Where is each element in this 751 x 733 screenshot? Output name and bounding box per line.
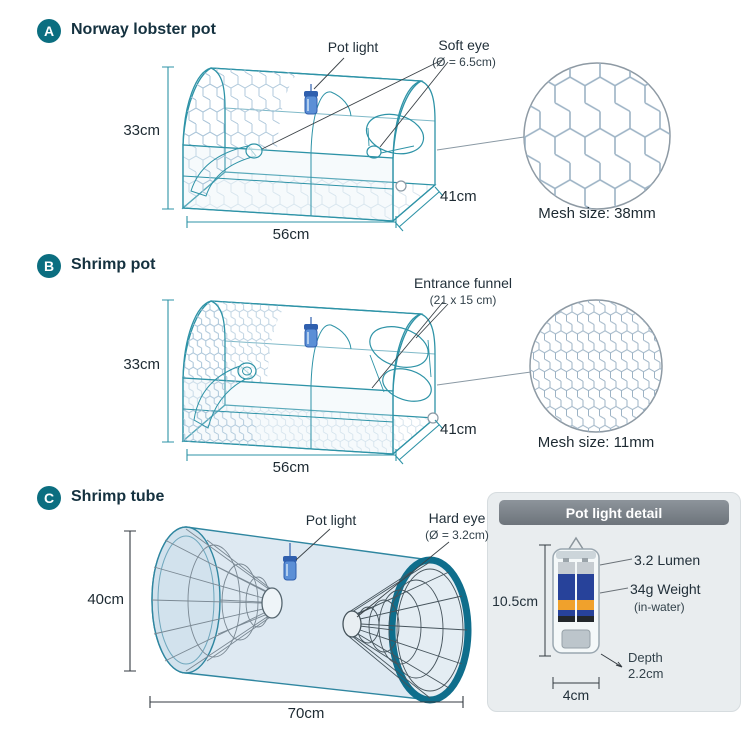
pot-a-mid-line — [182, 175, 394, 190]
leader-mesh-circle-b — [436, 371, 532, 386]
dimension-lines-a — [162, 66, 444, 232]
soft-eye-diameter: (Ø = 6.5cm) — [432, 55, 496, 69]
soft-eye-label: Soft eye — [438, 37, 490, 53]
detail-depth-value: 2.2cm — [628, 666, 664, 681]
section-a-badge: A — [37, 19, 61, 43]
detail-lumen: 3.2 Lumen — [634, 552, 701, 568]
pot-b-mid-line — [182, 408, 394, 423]
leader-weight — [599, 587, 629, 594]
pot-b-entrance-upper — [369, 326, 429, 368]
section-c-title: Shrimp tube — [71, 488, 165, 505]
detail-weight: 34g Weight — [630, 581, 701, 597]
dim-height-b: 33cm — [123, 356, 160, 373]
pot-a-right-funnel — [365, 113, 425, 155]
pot-a-floor-ring — [395, 180, 407, 192]
dim-length-c: 70cm — [287, 705, 325, 722]
pot-light-detail-drawing — [539, 536, 633, 689]
mesh-caption-b: Mesh size: 11mm — [537, 434, 655, 451]
detail-dim-width: 4cm — [562, 687, 590, 703]
tube-left-hole — [261, 587, 283, 619]
pot-b-entrance-lower — [382, 368, 432, 402]
battery-weight — [561, 629, 591, 649]
dimension-lines-detail — [539, 544, 623, 689]
dim-height-a: 33cm — [123, 122, 160, 139]
dimension-lines-c — [124, 530, 464, 708]
pot-b-ridge — [210, 300, 422, 315]
dimension-lines-b — [162, 299, 444, 465]
dim-length-b: 56cm — [272, 459, 310, 476]
pot-light-icon-a — [304, 84, 318, 115]
pot-light-label-a: Pot light — [327, 39, 379, 55]
section-b-title: Shrimp pot — [71, 256, 156, 273]
leader-soft-eye — [261, 59, 449, 150]
section-a-title: Norway lobster pot — [71, 21, 216, 38]
pot-light-label-c: Pot light — [305, 512, 357, 528]
tube-left-funnel — [151, 528, 283, 672]
pot-light-detail-panel — [487, 492, 741, 712]
leader-lumen — [599, 558, 633, 566]
leader-hard-eye — [356, 541, 450, 618]
mesh-caption-a: Mesh size: 38mm — [538, 205, 656, 222]
pot-light-icon-c — [283, 543, 297, 581]
detail-weight-sub: (in-water) — [634, 600, 685, 614]
hard-eye-label: Hard eye — [428, 510, 486, 526]
entrance-funnel-size: (21 x 15 cm) — [429, 293, 497, 307]
dim-width-b: 41cm — [440, 421, 477, 438]
dim-height-c: 40cm — [87, 591, 124, 608]
hard-eye-diameter: (Ø = 3.2cm) — [425, 528, 489, 542]
pot-a-right-soft-eye — [366, 145, 382, 159]
leader-pot-light-a — [313, 57, 345, 90]
pot-light-icon-b — [304, 317, 318, 348]
pot-a-right-end — [392, 80, 436, 223]
detail-dim-height: 10.5cm — [492, 593, 538, 609]
pot-b-divider-arch — [310, 324, 352, 387]
pot-a-left-soft-eye — [245, 143, 263, 159]
entrance-funnel-label: Entrance funnel — [413, 275, 513, 291]
shrimp-pot-drawing — [162, 299, 663, 465]
leader-entrance-funnel — [371, 301, 449, 389]
detail-panel-title: Pot light detail — [499, 500, 729, 525]
section-b-badge: B — [37, 254, 61, 278]
section-c-badge: C — [37, 486, 61, 510]
leader-pot-light-c — [295, 528, 331, 561]
shrimp-tube-drawing — [124, 526, 472, 708]
battery-hook — [568, 536, 584, 550]
tube-right-funnel — [342, 561, 468, 699]
tube-hard-eye — [342, 610, 362, 638]
battery-cell-right — [577, 558, 594, 622]
dim-length-a: 56cm — [272, 226, 310, 243]
pot-b-wall-mesh — [183, 408, 256, 446]
detail-depth-label: Depth — [628, 650, 663, 665]
battery-cell-left — [558, 558, 575, 622]
lobster-pot-drawing — [162, 57, 671, 232]
dim-width-a: 41cm — [440, 188, 477, 205]
leader-mesh-circle-a — [436, 136, 525, 151]
